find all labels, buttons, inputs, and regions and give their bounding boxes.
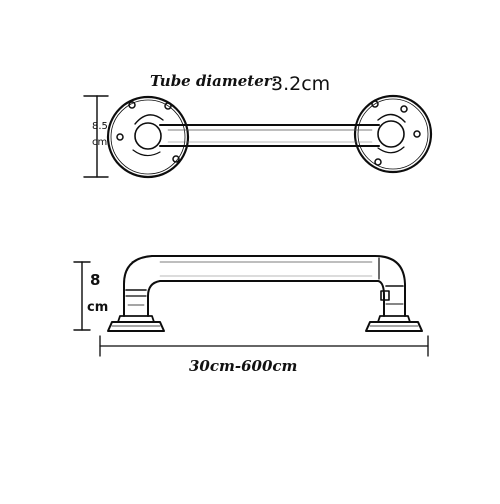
right-flange [353,94,433,174]
top-height-dimension [83,95,109,178]
side-tube [151,255,379,282]
side-height-value: 8 [90,271,101,289]
top-height-unit: cm [92,137,108,148]
left-elbow [107,255,165,332]
bolt-hole-icon [374,158,382,166]
bolt-hole-icon [128,101,136,109]
tube-diameter-value: 3.2cm [271,73,331,95]
tube-diameter-label: Tube diameter: [150,72,278,90]
side-height-unit: cm [87,300,109,315]
side-height-dimension [73,261,91,331]
top-view [83,94,433,179]
bolt-hole-icon [400,105,408,113]
side-view [73,255,429,357]
bolt-hole-icon [116,133,124,141]
top-height-value: 8.5 [92,121,108,132]
top-tube [159,124,380,147]
length-dimension [99,335,429,357]
right-elbow [365,255,423,332]
left-flange [106,95,190,179]
bolt-hole-icon [413,130,421,138]
length-range-label: 30cm-600cm [189,357,298,375]
bolt-hole-icon [164,102,172,110]
bolt-hole-icon [172,155,180,163]
bolt-hole-icon [371,100,379,108]
